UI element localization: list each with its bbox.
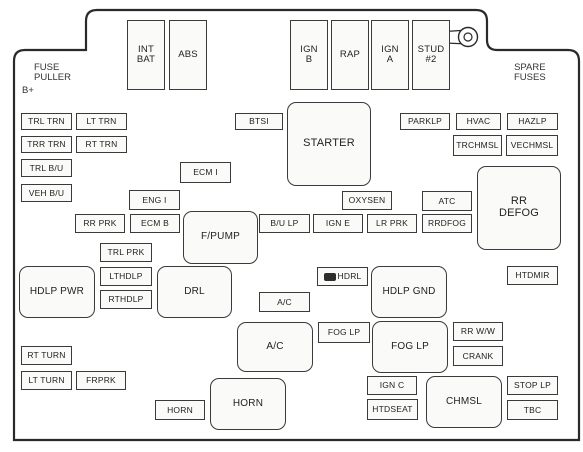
fuse-rr-prk: RR PRK [75,214,125,233]
relay-fpump: F/PUMP [183,211,258,264]
stud-2: STUD #2 [412,20,450,90]
fuse-ign-a: IGN A [371,20,409,90]
relay-rr-defog: RR DEFOG [477,166,561,250]
relay-drl: DRL [157,266,232,318]
fuse-btsi: BTSI [235,113,283,130]
fuse-crank: CRANK [453,346,503,366]
fuse-ign-c: IGN C [367,376,417,395]
fuse-ecm-i: ECM I [180,162,231,183]
module-hdrl: HDRL [317,267,368,286]
fuse-horn: HORN [155,400,205,420]
fuse-frprk: FRPRK [76,371,126,390]
fuse-tbc: TBC [507,400,558,420]
fuse-veh-bu: VEH B/U [21,184,72,202]
fuse-bu-lp: B/U LP [259,214,310,233]
relay-starter: STARTER [287,102,371,186]
fuse-vechmsl: VECHMSL [506,135,558,156]
fuse-ecm-b: ECM B [130,214,180,233]
fuse-lt-trn: LT TRN [76,113,127,130]
relay-chmsl: CHMSL [426,376,502,428]
fuse-abs: ABS [169,20,207,90]
fuse-ac: A/C [259,292,310,312]
fuse-puller-label: FUSE PULLER [34,62,71,83]
fuse-rap: RAP [331,20,369,90]
relay-ac: A/C [237,322,313,372]
fuse-trl-trn: TRL TRN [21,113,72,130]
fuse-stoplp: STOP LP [507,376,558,395]
hdrl-module-icon [323,272,336,281]
fuse-rt-trn: RT TRN [76,136,127,153]
fuse-trl-prk: TRL PRK [100,243,152,262]
fuse-lthdlp: LTHDLP [100,267,152,286]
fuse-oxysen: OXYSEN [342,191,392,210]
fuse-ign-e: IGN E [313,214,363,233]
relay-hdlp-pwr: HDLP PWR [19,266,95,318]
fuse-atc: ATC [422,191,472,211]
fuse-trchmsl: TRCHMSL [453,135,502,156]
fuse-hazlp: HAZLP [507,113,558,130]
fuse-htdmir: HTDMIR [507,266,558,285]
relay-fog-lp: FOG LP [372,321,448,373]
fuse-eng-i: ENG I [129,190,180,210]
fuse-lr-prk: LR PRK [367,214,417,233]
b-plus-label: B+ [22,85,34,96]
fuse-fog-lp: FOG LP [318,322,370,343]
fuse-trl-bu: TRL B/U [21,159,72,177]
fuse-htdseat: HTDSEAT [367,399,418,420]
fuse-rr-ww: RR W/W [453,322,503,341]
hdrl-label: HDRL [337,271,362,282]
fuse-lt-turn: LT TURN [21,371,72,390]
fuse-rthdlp: RTHDLP [100,290,152,309]
fuse-rt-turn: RT TURN [21,346,72,365]
relay-horn: HORN [210,378,286,430]
spare-fuses-label: SPARE FUSES [514,62,546,83]
relay-hdlp-gnd: HDLP GND [371,266,447,318]
fuse-parklp: PARKLP [400,113,450,130]
fuse-rrdfog: RRDFOG [422,214,472,233]
fuse-hvac: HVAC [456,113,501,130]
fuse-trr-trn: TRR TRN [21,136,72,153]
fuse-int-bat: INT BAT [127,20,165,90]
fuse-ign-b: IGN B [290,20,328,90]
